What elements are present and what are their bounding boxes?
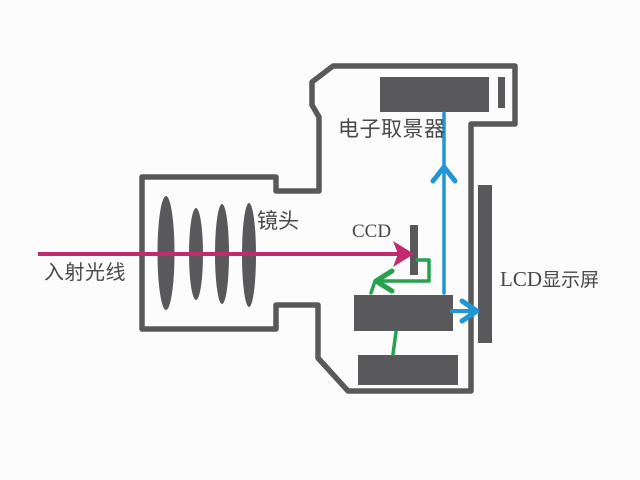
lens-label: 镜头	[257, 210, 299, 233]
signal-to-viewfinder-arrowhead	[430, 164, 458, 184]
incident-light-label: 入射光线	[44, 262, 126, 284]
ccd-label: CCD	[352, 221, 392, 242]
lcd-display-label-latin: LCD	[500, 267, 542, 291]
incident-light-arrowhead	[393, 241, 414, 267]
ccd-sensor-bar	[410, 225, 418, 275]
lcd-display-label-cjk: 显示屏	[542, 270, 600, 291]
eyepiece-bar	[498, 77, 505, 108]
ccd-to-processor-arrowhead	[373, 268, 395, 294]
viewfinder-block	[380, 77, 489, 112]
viewfinder-label: 电子取景器	[338, 118, 446, 141]
processor-block	[354, 295, 453, 331]
storage-block	[358, 355, 458, 385]
camera-body-outline	[139, 63, 518, 394]
processor-to-storage-line	[391, 330, 398, 356]
lcd-display-label: LCD显示屏	[500, 267, 600, 291]
signal-to-lcd-arrowhead	[459, 298, 480, 324]
lcd-panel-bar	[478, 185, 492, 343]
ccd-to-processor-path	[369, 258, 431, 295]
